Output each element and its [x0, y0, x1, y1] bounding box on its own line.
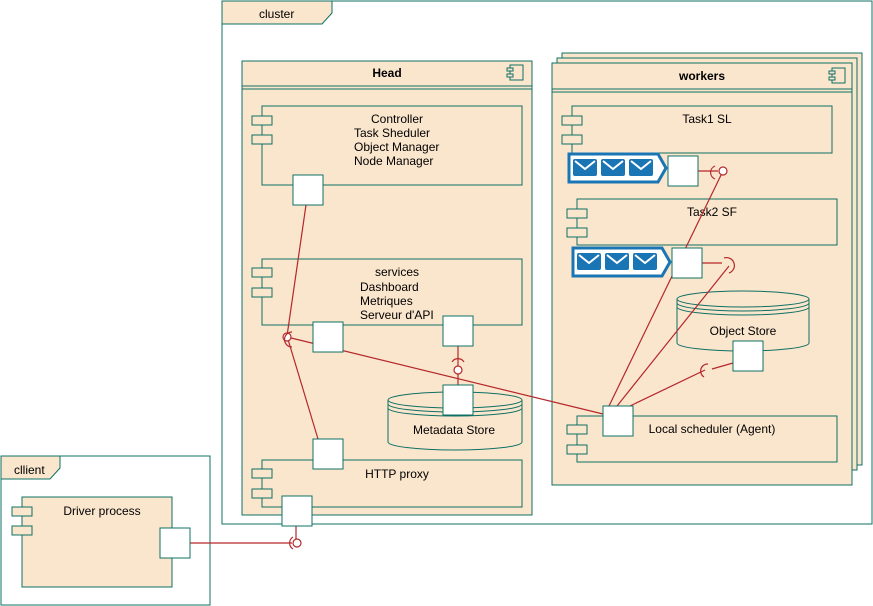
message-queue-icon	[567, 152, 668, 184]
services-label-3: Metriques	[360, 294, 413, 308]
connector-objectstore-port	[711, 362, 734, 370]
driver-process-port	[159, 527, 191, 559]
provided-interface-icon	[453, 365, 463, 375]
http-proxy-port-top	[312, 438, 344, 470]
controller-component: Controller Task Sheduler Object Manager …	[251, 105, 523, 186]
connector-scheduler-objectstore	[629, 369, 706, 407]
client-frame-label: cllient	[14, 463, 45, 477]
required-interface-icon	[451, 358, 465, 363]
head-title: Head	[372, 66, 401, 80]
local-scheduler-port	[602, 405, 634, 437]
services-label-2: Dashboard	[360, 280, 419, 294]
envelope-icon	[573, 159, 597, 176]
http-proxy-port-bottom	[281, 495, 313, 527]
message-queue-icon	[571, 246, 672, 278]
component-icon	[506, 64, 524, 81]
required-interface-icon	[283, 331, 293, 348]
object-store: Object Store	[676, 290, 810, 352]
provided-interface-icon	[718, 166, 728, 176]
provided-interface-icon	[292, 538, 302, 548]
workers-title: workers	[678, 69, 725, 83]
metadata-store-label: Metadata Store	[413, 423, 495, 437]
controller-label-3: Object Manager	[354, 140, 439, 154]
task2-component: Task2 SF	[566, 198, 838, 246]
driver-process-component: Driver process	[11, 496, 173, 588]
services-component: services Dashboard Metriques Serveur d'A…	[251, 258, 523, 326]
connector-hub-proxy	[286, 335, 319, 440]
task2-label: Task2 SF	[687, 205, 737, 219]
required-interface-icon	[723, 257, 735, 274]
services-port-left	[312, 321, 344, 353]
http-proxy-label: HTTP proxy	[365, 467, 429, 481]
task1-component: Task1 SL	[561, 105, 833, 154]
required-interface-icon	[700, 363, 709, 378]
required-interface-icon	[289, 536, 294, 550]
component-icon	[828, 67, 846, 84]
object-store-port	[732, 340, 764, 372]
envelope-icon	[601, 159, 625, 176]
envelope-icon	[633, 253, 657, 270]
metadata-store-port	[442, 384, 474, 416]
task1-port	[667, 155, 699, 187]
controller-label-2: Task Sheduler	[354, 126, 430, 140]
envelope-icon	[629, 159, 653, 176]
envelope-icon	[605, 253, 629, 270]
services-port-right	[442, 315, 474, 347]
services-label-1: services	[375, 265, 419, 279]
envelope-icon	[577, 253, 601, 270]
cluster-frame-label: cluster	[259, 7, 294, 21]
task1-label: Task1 SL	[682, 112, 732, 126]
controller-port	[292, 174, 324, 206]
driver-process-label: Driver process	[63, 504, 140, 518]
task2-port	[671, 247, 703, 279]
ports	[159, 155, 764, 559]
connector-scheduler-task1	[608, 170, 724, 407]
local-scheduler-label: Local scheduler (Agent)	[649, 422, 776, 436]
controller-label-4: Node Manager	[354, 154, 433, 168]
object-store-label: Object Store	[710, 324, 777, 338]
controller-label-1: Controller	[371, 112, 423, 126]
services-label-4: Serveur d'API	[360, 308, 434, 322]
required-interface-icon	[710, 165, 716, 180]
interface-symbols	[282, 165, 735, 550]
connector-controller-hub	[286, 204, 307, 337]
connector-scheduler-task2	[616, 265, 730, 407]
